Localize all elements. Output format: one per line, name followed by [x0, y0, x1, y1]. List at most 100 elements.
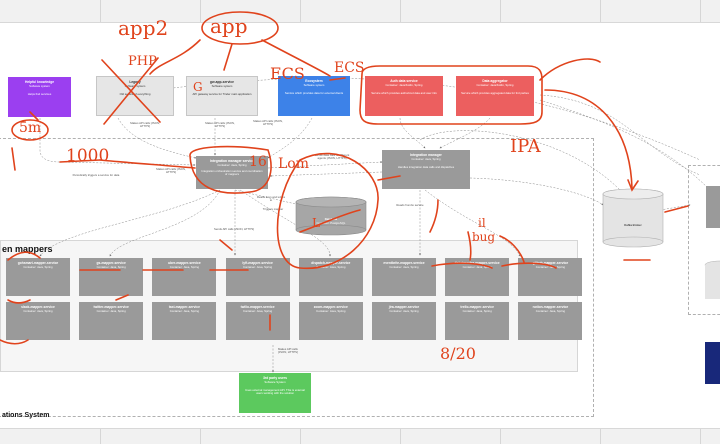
- annotation-8-20: 8/20: [440, 344, 476, 363]
- app-stem: [223, 43, 233, 71]
- purple-source-system[interactable]: Helpful knowledge Software system Helps …: [8, 77, 71, 117]
- app-circle: [201, 11, 279, 45]
- annotation-1000: 1000: [66, 146, 110, 166]
- big-loop: [276, 152, 379, 270]
- annotation-app: app: [210, 14, 248, 38]
- section-title-mappers: en mappers: [2, 244, 53, 254]
- mapper-title: zoom-mapper-service: [313, 305, 348, 309]
- database-mid-sub: Container: PostgreSQL: [316, 221, 346, 225]
- right-edge-database[interactable]: [704, 260, 720, 304]
- mapper-desc: Container: Java, Spring: [535, 308, 565, 313]
- mapper-title: github-mapper-service: [532, 261, 569, 265]
- edge-label: Makes API calls [JSON, HTTPS]: [205, 121, 235, 129]
- right-edge-dark-box[interactable]: [705, 342, 720, 384]
- mapper-title: slack-mapper-service: [21, 305, 55, 309]
- red1-title: Auth data service: [390, 79, 418, 83]
- red1-sub: Container: Java/Kotlin, Spring: [385, 82, 423, 87]
- database-right[interactable]: [602, 188, 664, 250]
- mapper-title: gs-mapper-service: [96, 261, 126, 265]
- gw-title: gw-app-service: [209, 80, 234, 84]
- mapper-title: notion-mapper-service: [532, 305, 569, 309]
- annotation-ecs-2: ECS: [334, 60, 365, 76]
- mapper-desc: Container: Java, Spring: [23, 264, 53, 269]
- database-mid-title: Database: [324, 217, 338, 221]
- midgray-desc: Integration orchestration service and co…: [201, 168, 263, 177]
- mapper-title: jira-mapper-service: [388, 305, 420, 309]
- section-title-system: ations System: [2, 412, 50, 419]
- annotation-ecs-1: ECS: [270, 64, 305, 83]
- php-desc: Old service of everything: [119, 91, 151, 96]
- integration-manager-service[interactable]: Integration manager service Container: J…: [196, 156, 268, 189]
- mapper-desc: Container: Java, Spring: [389, 264, 419, 269]
- right-boundary: [688, 165, 720, 315]
- edge-label: Sends data calls to different agents [JS…: [314, 153, 350, 161]
- mapper-desc: Container: Java, Spring: [96, 264, 126, 269]
- mapper-desc: Container: Java, Spring: [242, 308, 273, 313]
- annotation-5m: 5m: [19, 120, 42, 136]
- mapper-desc: Container: Java, Spring: [23, 308, 53, 313]
- data-aggregator-service[interactable]: Data aggregator Container: Java/Kotlin, …: [456, 76, 534, 116]
- blue-desc: Service which provides data for external…: [284, 90, 344, 95]
- edge-label: Makes API calls [JSON, HTTPS]: [253, 119, 283, 127]
- mapper-desc: Container: Java, Spring: [462, 308, 492, 313]
- edge-label: Makes API calls [JSON, HTTPS]: [130, 121, 160, 129]
- right-edge-container[interactable]: [706, 186, 720, 228]
- blue-ecosystem-system[interactable]: Ecosystem Software system Service which …: [278, 76, 350, 116]
- mapper-desc: Container: Java, Spring: [389, 308, 419, 313]
- mapper-title: ticketmaster-mapper-service: [454, 261, 500, 265]
- integration-manager[interactable]: Integration manager Container: Java, Spr…: [382, 150, 470, 189]
- intmgr-desc: Handles integration data calls and dispa…: [397, 164, 455, 169]
- gw-app-service-system[interactable]: gw-app-service Software system API gatew…: [186, 76, 258, 116]
- annotation-php: PHP: [128, 54, 157, 69]
- midgray-title: Integration manager service: [210, 159, 254, 163]
- mapper-title: twilio-mapper-service: [240, 305, 275, 309]
- php-x-b: [103, 57, 159, 125]
- gw-sub: Software system: [211, 83, 233, 88]
- mapper-desc: Container: Java, Spring: [316, 308, 346, 313]
- purple-sub: Software system: [29, 83, 50, 88]
- annotation-l: L: [312, 216, 320, 230]
- green-title: 3rd party users: [263, 376, 287, 380]
- database-right-title: Kafka Broker: [624, 223, 642, 227]
- red2-desc: Service which provides aggregated data f…: [461, 90, 529, 95]
- bottom-strip: [0, 428, 720, 444]
- mapper-title: taxi-mapper-service: [168, 305, 200, 309]
- mapper-desc: Container: Java, Spring: [462, 264, 492, 269]
- purple-desc: Helps find services: [27, 91, 52, 96]
- mapper-title: trello-mapper-service: [460, 305, 494, 309]
- annotation-app2: app2: [118, 16, 169, 40]
- edge-label: Triggers mapper: [262, 207, 284, 211]
- blue-sub: Software system: [303, 82, 325, 87]
- edge-label: Reads from/to service: [396, 203, 424, 207]
- red-group-outline: [359, 65, 543, 125]
- red1-desc: Service which provides authorized data a…: [371, 90, 437, 95]
- mapper-desc: Container: Java, Spring: [535, 264, 565, 269]
- midgray-sub: Container: Java, Spring: [217, 162, 247, 167]
- annotation-lom: Lom: [278, 156, 310, 172]
- sixteen-circle: [189, 145, 272, 194]
- mapper-desc: Container: Java, Spring: [169, 308, 199, 313]
- auth-data-service[interactable]: Auth data service Container: Java/Kotlin…: [365, 76, 443, 116]
- third-party-users-system[interactable]: 3rd party users Software System Uses ext…: [239, 373, 311, 413]
- edge-label: Reads from and writes to: [257, 195, 285, 203]
- red2-sub: Container: Java/Kotlin, Spring: [476, 82, 514, 87]
- mapper-desc: Container: Java, Spring: [242, 264, 273, 269]
- gw-desc: API gateway service for Tinder main appl…: [192, 91, 252, 96]
